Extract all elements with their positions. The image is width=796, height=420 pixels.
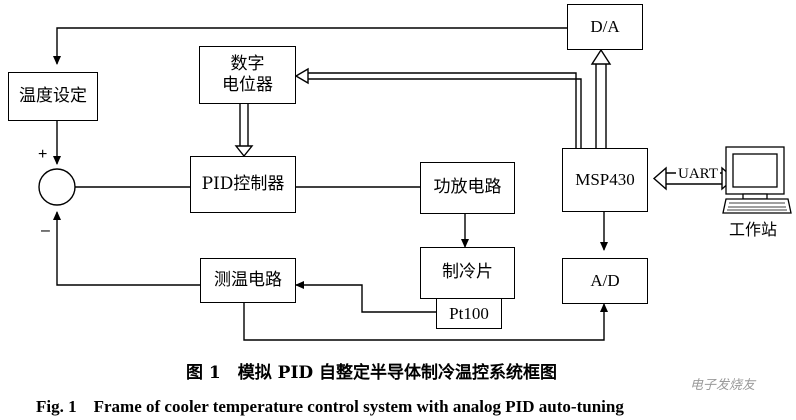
- watermark: 电子发烧友: [690, 377, 756, 392]
- pid-controller-label: PID控制器: [201, 173, 285, 194]
- temp-setting-label: 温度设定: [19, 85, 87, 106]
- line-msp-to-pot-inner: [308, 78, 582, 148]
- digital-pot-label-1: 数字: [230, 53, 265, 74]
- workstation-label: 工作站: [729, 220, 778, 239]
- da-converter-block: D/A: [567, 4, 643, 50]
- line-pt100-to-measure: [295, 281, 436, 313]
- digital-pot-label-2: 电位器: [222, 75, 273, 95]
- msp430-label: MSP430: [575, 170, 635, 190]
- temp-setting-block: 温度设定: [8, 72, 98, 121]
- digital-potentiometer-block: 数字 电位器: [199, 46, 296, 104]
- line-msp-to-pot-outer: [308, 72, 577, 148]
- line-measure-to-ad: [243, 303, 608, 341]
- arrowhead-pot: [294, 67, 309, 85]
- minus-sign: –: [41, 222, 50, 239]
- plus-sign: +: [38, 146, 48, 163]
- arrowhead-pid: [234, 145, 254, 158]
- msp430-block: MSP430: [562, 148, 648, 212]
- power-amp-label: 功放电路: [433, 177, 502, 198]
- pt100-label: Pt100: [449, 303, 489, 323]
- da-label: D/A: [590, 17, 620, 37]
- caption-chinese: 图 1 模拟 PID 自整定半导体制冷温控系统框图: [186, 363, 558, 383]
- computer-icon: [722, 146, 792, 214]
- arrowhead-uart-left: [652, 166, 667, 191]
- temp-measurement-block: 测温电路: [200, 258, 296, 303]
- pt100-block: Pt100: [436, 298, 502, 329]
- pid-controller-block: PID控制器: [190, 156, 296, 213]
- uart-label: UART: [676, 166, 720, 183]
- summing-junction: [38, 168, 76, 206]
- cooler-block: 制冷片: [420, 247, 515, 299]
- temp-measure-label: 测温电路: [214, 269, 282, 290]
- ad-converter-block: A/D: [562, 258, 648, 304]
- line-measure-to-sum: [53, 211, 200, 286]
- arrowhead-da: [590, 48, 612, 65]
- power-amplifier-block: 功放电路: [420, 162, 515, 214]
- cooler-label: 制冷片: [442, 262, 493, 283]
- caption-english: Fig. 1 Frame of cooler temperature contr…: [36, 397, 624, 416]
- line-da-to-temp-setting: [53, 27, 567, 65]
- ad-label: A/D: [590, 271, 620, 291]
